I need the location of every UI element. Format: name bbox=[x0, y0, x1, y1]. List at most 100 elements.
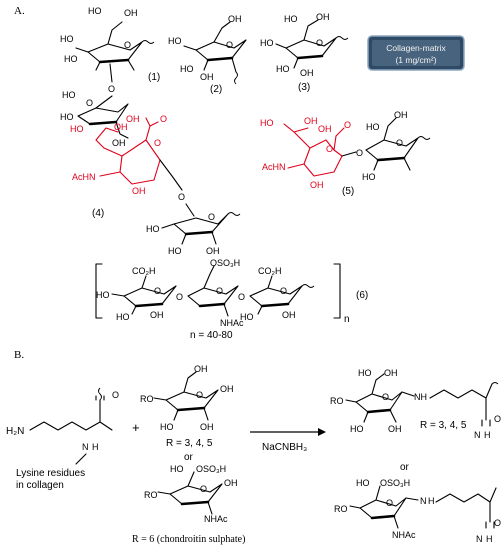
lysine-caption-line1: Lysine residues bbox=[16, 468, 85, 479]
svg-text:N: N bbox=[420, 496, 427, 506]
svg-text:HO: HO bbox=[96, 290, 110, 300]
svg-text:HO: HO bbox=[168, 36, 182, 46]
svg-text:OH: OH bbox=[228, 14, 242, 24]
svg-text:OH: OH bbox=[126, 114, 140, 124]
svg-text:O: O bbox=[238, 292, 245, 302]
svg-text:NH: NH bbox=[414, 392, 427, 402]
svg-text:OH: OH bbox=[200, 72, 214, 82]
svg-text:OH: OH bbox=[318, 124, 332, 134]
svg-text:HO: HO bbox=[88, 6, 102, 16]
svg-text:HO: HO bbox=[362, 172, 376, 182]
svg-text:OH: OH bbox=[310, 180, 324, 190]
svg-text:NHAc: NHAc bbox=[204, 514, 228, 524]
svg-text:HO: HO bbox=[64, 54, 78, 64]
svg-text:OH: OH bbox=[220, 384, 234, 394]
collagen-matrix-box: Collagen-matrix (1 mg/cm²) bbox=[367, 35, 465, 71]
svg-text:HO: HO bbox=[116, 312, 130, 322]
svg-text:O: O bbox=[344, 120, 351, 130]
svg-text:HO: HO bbox=[358, 368, 372, 378]
svg-text:O: O bbox=[124, 40, 131, 50]
svg-text:AcHN: AcHN bbox=[72, 172, 96, 182]
svg-text:H: H bbox=[92, 442, 99, 452]
svg-text:O: O bbox=[200, 484, 207, 494]
compound-6: CO₂H HO HO O OH O OSO₃H O NHAc O CO₂H HO… bbox=[95, 258, 368, 341]
reagent-sulphated-sugar: HO OSO₃H RO O OH NHAc bbox=[144, 464, 238, 524]
svg-text:OH: OH bbox=[282, 310, 296, 320]
svg-text:HO: HO bbox=[146, 224, 160, 234]
plus-sign: + bbox=[132, 420, 140, 435]
svg-text:HO: HO bbox=[284, 14, 298, 24]
svg-text:OH: OH bbox=[384, 368, 398, 378]
svg-text:n: n bbox=[344, 314, 350, 325]
or-right: or bbox=[400, 462, 410, 473]
svg-text:OH: OH bbox=[194, 364, 208, 374]
product-2: HO OSO₃H RO O NHAc N H O N H bbox=[334, 478, 501, 544]
svg-text:O: O bbox=[108, 84, 115, 94]
product-1: HO OH RO O HO OH NH O N H R = 3, 4, 5 bbox=[330, 368, 501, 440]
svg-text:HO: HO bbox=[180, 64, 194, 74]
collagen-box-line1: Collagen-matrix bbox=[386, 43, 446, 53]
svg-text:H₂N: H₂N bbox=[6, 426, 24, 437]
svg-text:NHAc: NHAc bbox=[220, 318, 244, 328]
svg-text:HO: HO bbox=[60, 34, 74, 44]
svg-text:O: O bbox=[396, 138, 403, 148]
svg-text:O: O bbox=[86, 98, 93, 108]
section-a-label: A. bbox=[14, 5, 25, 17]
svg-text:OH: OH bbox=[394, 110, 408, 120]
svg-text:O: O bbox=[316, 38, 323, 48]
svg-text:OSO₃H: OSO₃H bbox=[380, 478, 410, 488]
svg-text:O: O bbox=[208, 212, 215, 222]
svg-text:OH: OH bbox=[304, 116, 318, 126]
svg-text:O: O bbox=[386, 498, 393, 508]
svg-text:HO: HO bbox=[240, 312, 254, 322]
svg-text:HO: HO bbox=[260, 118, 274, 128]
svg-text:O: O bbox=[112, 390, 119, 400]
svg-text:NHAc: NHAc bbox=[392, 530, 416, 540]
compound-1-label: (1) bbox=[148, 72, 160, 83]
svg-text:O: O bbox=[176, 292, 183, 302]
svg-text:N: N bbox=[476, 534, 483, 544]
lysine-residue: H₂N O N H Lysine residues in collagen bbox=[6, 387, 119, 491]
svg-text:RO: RO bbox=[330, 396, 344, 406]
svg-text:O: O bbox=[356, 148, 363, 158]
svg-text:OSO₃H: OSO₃H bbox=[210, 258, 240, 268]
compound-6-label: (6) bbox=[356, 290, 368, 301]
svg-text:OH: OH bbox=[300, 68, 314, 78]
svg-text:OH: OH bbox=[316, 12, 330, 22]
svg-text:OH: OH bbox=[200, 422, 214, 432]
compound-2: OH HO HO O OH (2) bbox=[168, 14, 247, 95]
svg-text:O: O bbox=[226, 40, 233, 50]
svg-text:O: O bbox=[280, 286, 287, 296]
svg-text:HO: HO bbox=[356, 478, 370, 488]
r6-label: R = 6 (chondroitin sulphate) bbox=[132, 534, 245, 545]
or-left: or bbox=[184, 452, 194, 463]
compound-3-label: (3) bbox=[298, 82, 310, 93]
section-b-label: B. bbox=[14, 349, 24, 361]
compound-2-label: (2) bbox=[210, 84, 222, 95]
svg-text:O: O bbox=[154, 138, 161, 148]
svg-text:OH: OH bbox=[224, 478, 238, 488]
svg-text:H: H bbox=[428, 496, 435, 506]
svg-text:HO: HO bbox=[350, 424, 364, 434]
svg-text:N: N bbox=[474, 430, 481, 440]
svg-text:HO: HO bbox=[60, 112, 74, 122]
svg-text:CO₂H: CO₂H bbox=[258, 266, 282, 276]
svg-text:O: O bbox=[154, 286, 161, 296]
collagen-box-line2: (1 mg/cm²) bbox=[395, 55, 436, 65]
svg-text:O: O bbox=[494, 518, 501, 528]
svg-text:OH: OH bbox=[150, 310, 164, 320]
r345-left-label: R = 3, 4, 5 bbox=[166, 438, 213, 449]
reagent-label: NaCNBH₃ bbox=[262, 442, 307, 453]
svg-text:HO: HO bbox=[62, 90, 76, 100]
svg-text:HO: HO bbox=[366, 122, 380, 132]
svg-text:OH: OH bbox=[132, 186, 146, 196]
compound-5-label: (5) bbox=[342, 186, 354, 197]
svg-text:CO₂H: CO₂H bbox=[132, 266, 156, 276]
svg-text:O: O bbox=[196, 390, 203, 400]
compound-5: HO OH OH O O AcHN OH O HO OH O HO (5) bbox=[260, 110, 431, 197]
svg-text:RO: RO bbox=[334, 504, 348, 514]
svg-text:HO: HO bbox=[168, 246, 182, 256]
svg-text:HO: HO bbox=[276, 64, 290, 74]
svg-text:HO: HO bbox=[170, 464, 184, 474]
lysine-caption-line2: in collagen bbox=[16, 480, 64, 491]
